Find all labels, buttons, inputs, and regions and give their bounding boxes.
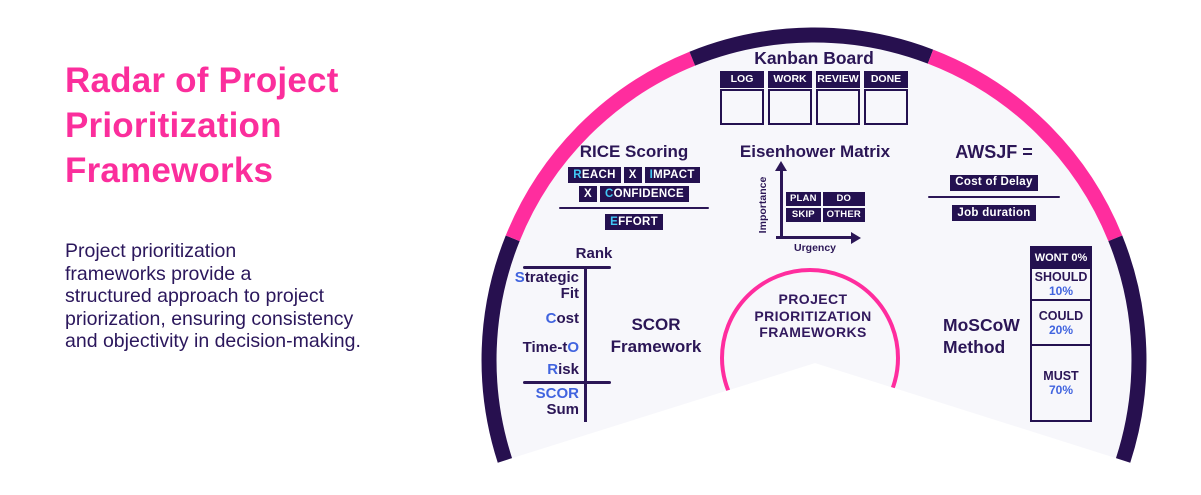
awsjf-formula: AWSJF = Cost of Delay Job duration	[914, 142, 1074, 222]
radar-interior	[496, 42, 1132, 459]
eisenhower-quadrants: PLAN DO SKIP OTHER	[786, 192, 865, 222]
scor-item-time-to: Time-tO	[522, 339, 579, 356]
moscow-segment-could: COULD 20%	[1032, 299, 1090, 344]
kanban-column-header: DONE	[864, 71, 908, 88]
page-description: Project prioritization frameworks provid…	[65, 240, 465, 353]
rice-formula-row-2: X CONFIDENCE	[556, 186, 712, 202]
importance-axis-label: Importance	[757, 176, 769, 234]
scor-top-line	[523, 266, 611, 269]
kanban-column: DONE	[864, 71, 908, 125]
rice-formula-row-1: REACH X IMPACT	[556, 167, 712, 183]
rice-multiply-chip: X	[578, 186, 597, 202]
urgency-axis-label: Urgency	[793, 242, 836, 254]
quadrant-plan: PLAN	[786, 192, 821, 206]
description-line: priorization, ensuring consistency	[65, 307, 354, 330]
scor-vertical-line	[584, 266, 587, 422]
moscow-method-title: MoSCoW Method	[943, 315, 1020, 357]
kanban-board-columns: LOG WORK REVIEW DONE	[720, 71, 908, 125]
description-line: and objectivity in decision-making.	[65, 330, 361, 353]
awsjf-title: AWSJF =	[955, 142, 1033, 162]
description-line: structured approach to project	[65, 285, 325, 308]
kanban-column-header: REVIEW	[816, 71, 860, 88]
rice-formula-denominator: EFFORT	[556, 214, 712, 231]
kanban-board-title: Kanban Board	[754, 48, 874, 68]
moscow-stack: WONT 0% SHOULD 10% COULD 20% MUST 70%	[1030, 246, 1092, 422]
kanban-column-body	[864, 89, 908, 125]
scor-rank-label: Rank	[575, 245, 613, 262]
y-axis-arrow-icon	[775, 161, 787, 171]
rice-scoring-title: RICE Scoring	[579, 142, 689, 161]
x-axis-arrow-icon	[851, 231, 861, 244]
awsjf-fraction-line	[928, 195, 1060, 198]
rice-multiply-chip: X	[623, 167, 642, 183]
page-title: Radar of Project Prioritization Framewor…	[65, 58, 485, 193]
kanban-column-header: LOG	[720, 71, 764, 88]
x-axis-line	[776, 236, 853, 239]
kanban-column: REVIEW	[816, 71, 860, 125]
kanban-column-body	[816, 89, 860, 125]
scor-sum: SCOR Sum	[535, 385, 579, 418]
scor-framework-title: SCOR Framework	[610, 315, 702, 356]
rice-impact-chip: IMPACT	[644, 167, 700, 183]
page-title-line: Prioritization	[65, 106, 282, 145]
kanban-column-header: WORK	[768, 71, 812, 88]
moscow-segment-should: SHOULD 10%	[1032, 267, 1090, 299]
awsjf-numerator-row: Cost of Delay	[914, 172, 1074, 191]
scor-bottom-line	[523, 381, 611, 384]
quadrant-skip: SKIP	[786, 208, 821, 222]
scor-item-strategic-fit: Strategic Fit	[514, 269, 579, 302]
center-title: PROJECT PRIORITIZATION FRAMEWORKS	[754, 291, 872, 341]
kanban-column: LOG	[720, 71, 764, 125]
kanban-column-body	[720, 89, 764, 125]
kanban-column-body	[768, 89, 812, 125]
rice-reach-chip: REACH	[568, 167, 621, 183]
ring-segment-pink-right	[927, 49, 1123, 242]
description-line: Project prioritization	[65, 240, 237, 262]
kanban-column: WORK	[768, 71, 812, 125]
rice-effort-chip: EFFORT	[605, 214, 663, 231]
awsjf-denominator-row: Job duration	[914, 203, 1074, 222]
scor-item-risk: Risk	[547, 361, 579, 378]
moscow-segment-must: MUST 70%	[1032, 344, 1090, 420]
ring-segment-navy-bottom-right	[1108, 235, 1147, 463]
page-title-line: Radar of Project	[65, 61, 339, 100]
rice-scoring: RICE Scoring REACH X IMPACT X CONFIDENCE…	[556, 142, 712, 231]
rice-fraction-line	[559, 207, 709, 210]
ring-segment-navy-bottom-left	[481, 235, 520, 463]
ring-segment-pink-left	[505, 51, 696, 242]
eisenhower-matrix-title: Eisenhower Matrix	[739, 142, 891, 161]
scor-item-cost: Cost	[545, 310, 579, 327]
quadrant-do: DO	[822, 192, 865, 206]
y-axis-line	[780, 170, 783, 237]
job-duration-chip: Job duration	[952, 205, 1036, 222]
page-title-line: Frameworks	[65, 151, 274, 190]
cost-of-delay-chip: Cost of Delay	[950, 174, 1038, 191]
description-line: frameworks provide a	[65, 262, 252, 285]
rice-confidence-chip: CONFIDENCE	[599, 186, 690, 202]
moscow-segment-wont: WONT 0%	[1032, 248, 1090, 267]
quadrant-other: OTHER	[822, 208, 865, 222]
ring-segment-navy-top	[689, 27, 934, 66]
